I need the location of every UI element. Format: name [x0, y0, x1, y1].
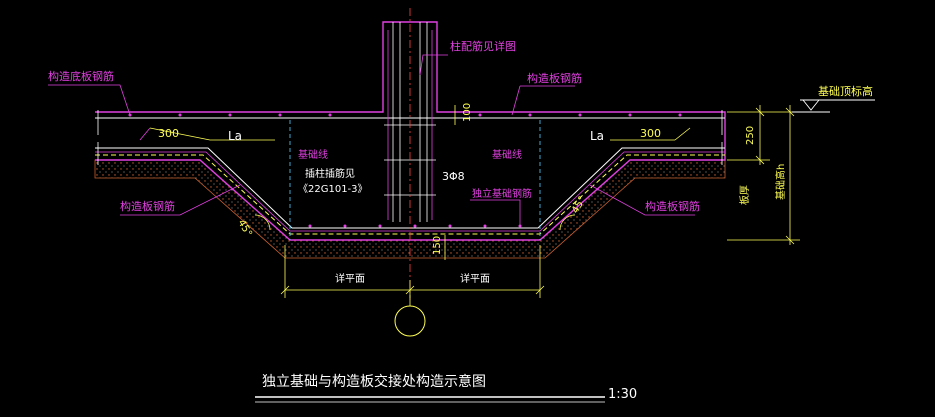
- dim-300-right-lines: [610, 127, 691, 141]
- title-underline: [255, 396, 605, 403]
- foundation-height-label: 基础高h: [774, 164, 787, 200]
- width-right: 详平面: [460, 272, 490, 285]
- dim-150: 150: [432, 236, 443, 255]
- dim-300-left-lines: [149, 127, 275, 141]
- slope-rebar-right: 构造板钢筋: [645, 199, 700, 213]
- slab-break-lines: [97, 110, 723, 165]
- dim-250: 250: [745, 126, 756, 145]
- thickness-label: 板厚: [738, 185, 751, 205]
- stirrup-note: 3Φ8: [442, 170, 465, 183]
- right-dimensions: [727, 105, 800, 245]
- bottom-slope-rebar-2: [95, 151, 725, 232]
- slope-rebar-left: 构造板钢筋: [120, 199, 175, 213]
- dim-100: 100: [462, 103, 473, 122]
- elevation-symbol: [792, 99, 875, 113]
- bottom-slope-rebar: [95, 147, 725, 229]
- width-left: 详平面: [335, 272, 365, 285]
- drawing-title: 独立基础与构造板交接处构造示意图: [262, 373, 486, 390]
- anchor-note-2: 《22G101-3》: [298, 183, 368, 195]
- foundation-outline: [95, 21, 726, 241]
- la-right: La: [590, 129, 604, 143]
- elevation-note: 基础顶标高: [818, 84, 873, 98]
- waterproof-line: [95, 154, 725, 235]
- small-dims: [444, 105, 456, 260]
- foundation-line-right: 基础线: [492, 148, 522, 161]
- foundation-dashed-lines: [289, 120, 541, 240]
- bottom-dimensions: [280, 245, 545, 298]
- angle-arc-right: [559, 214, 576, 231]
- dim-300-right: 300: [640, 127, 661, 140]
- foundation-line-left: 基础线: [298, 148, 328, 161]
- leader-lines: [48, 54, 695, 228]
- angle-arc-left: [254, 214, 271, 231]
- column-rebar-note: 柱配筋见详图: [450, 39, 516, 53]
- bottom-rebar-left-label: 构造底板钢筋: [48, 69, 114, 83]
- rebar-dots: [128, 113, 682, 228]
- la-left: La: [228, 129, 242, 143]
- dim-300-left: 300: [158, 127, 179, 140]
- drawing-scale: 1:30: [608, 387, 637, 402]
- isolated-rebar-label: 独立基础钢筋: [472, 187, 532, 200]
- axis-bubble: [394, 305, 426, 337]
- top-rebar-right-label: 构造板钢筋: [527, 71, 582, 85]
- anchor-note-1: 插柱插筋见: [305, 167, 355, 180]
